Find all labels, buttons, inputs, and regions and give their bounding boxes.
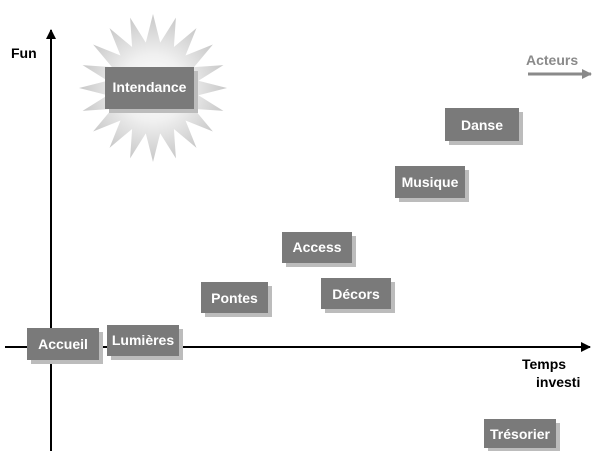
acteurs-label: Acteurs xyxy=(526,52,578,68)
item-label-decors: Décors xyxy=(332,286,380,302)
item-box-pontes: Pontes xyxy=(201,282,272,317)
item-box-intendance: Intendance xyxy=(105,67,198,113)
item-box-lumieres: Lumières xyxy=(107,325,183,360)
item-label-lumieres: Lumières xyxy=(112,332,174,348)
item-label-musique: Musique xyxy=(402,174,459,190)
item-label-intendance: Intendance xyxy=(113,79,187,95)
item-label-pontes: Pontes xyxy=(211,290,258,306)
item-box-danse: Danse xyxy=(445,108,523,145)
item-label-danse: Danse xyxy=(461,117,503,133)
y-axis-label: Fun xyxy=(11,45,37,61)
item-box-tresorier: Trésorier xyxy=(484,419,560,451)
item-label-access: Access xyxy=(292,239,341,255)
item-box-accueil: Accueil xyxy=(27,328,103,364)
item-box-musique: Musique xyxy=(395,166,469,202)
item-box-access: Access xyxy=(282,232,356,267)
item-label-tresorier: Trésorier xyxy=(490,426,550,442)
item-label-accueil: Accueil xyxy=(38,336,88,352)
x-axis-label-line1: Temps xyxy=(522,356,566,372)
x-axis-label-line2: investi xyxy=(536,374,580,390)
item-box-decors: Décors xyxy=(321,278,395,313)
